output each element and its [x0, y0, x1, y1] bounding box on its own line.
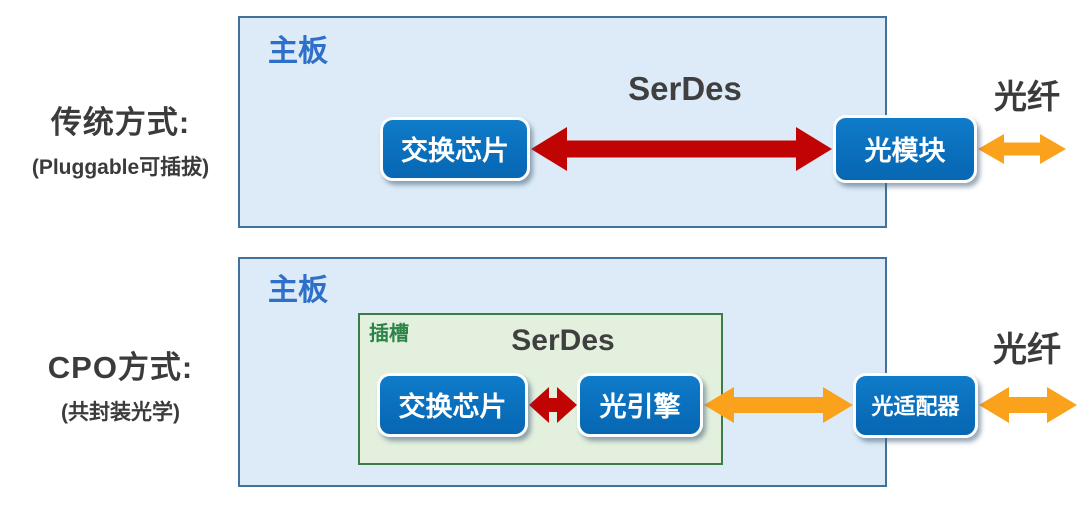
switch-chip-label: 交换芯片: [401, 135, 509, 166]
cpo-subtitle: (共封装光学): [61, 401, 180, 424]
serdes-arrow: [531, 127, 832, 171]
serdes-label: SerDes: [511, 324, 615, 357]
traditional-motherboard-panel: [238, 16, 887, 228]
switch-chip-box: 交换芯片: [380, 117, 530, 181]
fiber-label: 光纤: [994, 78, 1060, 115]
switch-chip-label: 交换芯片: [398, 391, 507, 422]
optical-module-box: 光模块: [833, 115, 977, 183]
motherboard-label: 主板: [268, 35, 328, 68]
fiber-arrow: [978, 134, 1066, 164]
traditional-title: 传统方式:: [50, 105, 191, 140]
switch-chip-box: 交换芯片: [377, 373, 528, 437]
optical-adapter-box: 光适配器: [853, 373, 978, 438]
engine-adapter-arrow: [704, 387, 853, 423]
motherboard-label: 主板: [268, 274, 328, 307]
fiber-label: 光纤: [993, 331, 1061, 369]
chip-engine-arrow: [529, 387, 577, 423]
traditional-subtitle: (Pluggable可插拔): [31, 156, 210, 179]
slot-label: 插槽: [369, 323, 409, 345]
serdes-label: SerDes: [628, 70, 742, 107]
optical-module-label: 光模块: [864, 135, 946, 166]
cpo-title: CPO方式:: [47, 350, 194, 385]
fiber-arrow-cpo: [979, 387, 1077, 423]
optical-engine-box: 光引擎: [577, 373, 703, 437]
optical-adapter-label: 光适配器: [871, 393, 960, 419]
optical-engine-label: 光引擎: [599, 391, 681, 422]
